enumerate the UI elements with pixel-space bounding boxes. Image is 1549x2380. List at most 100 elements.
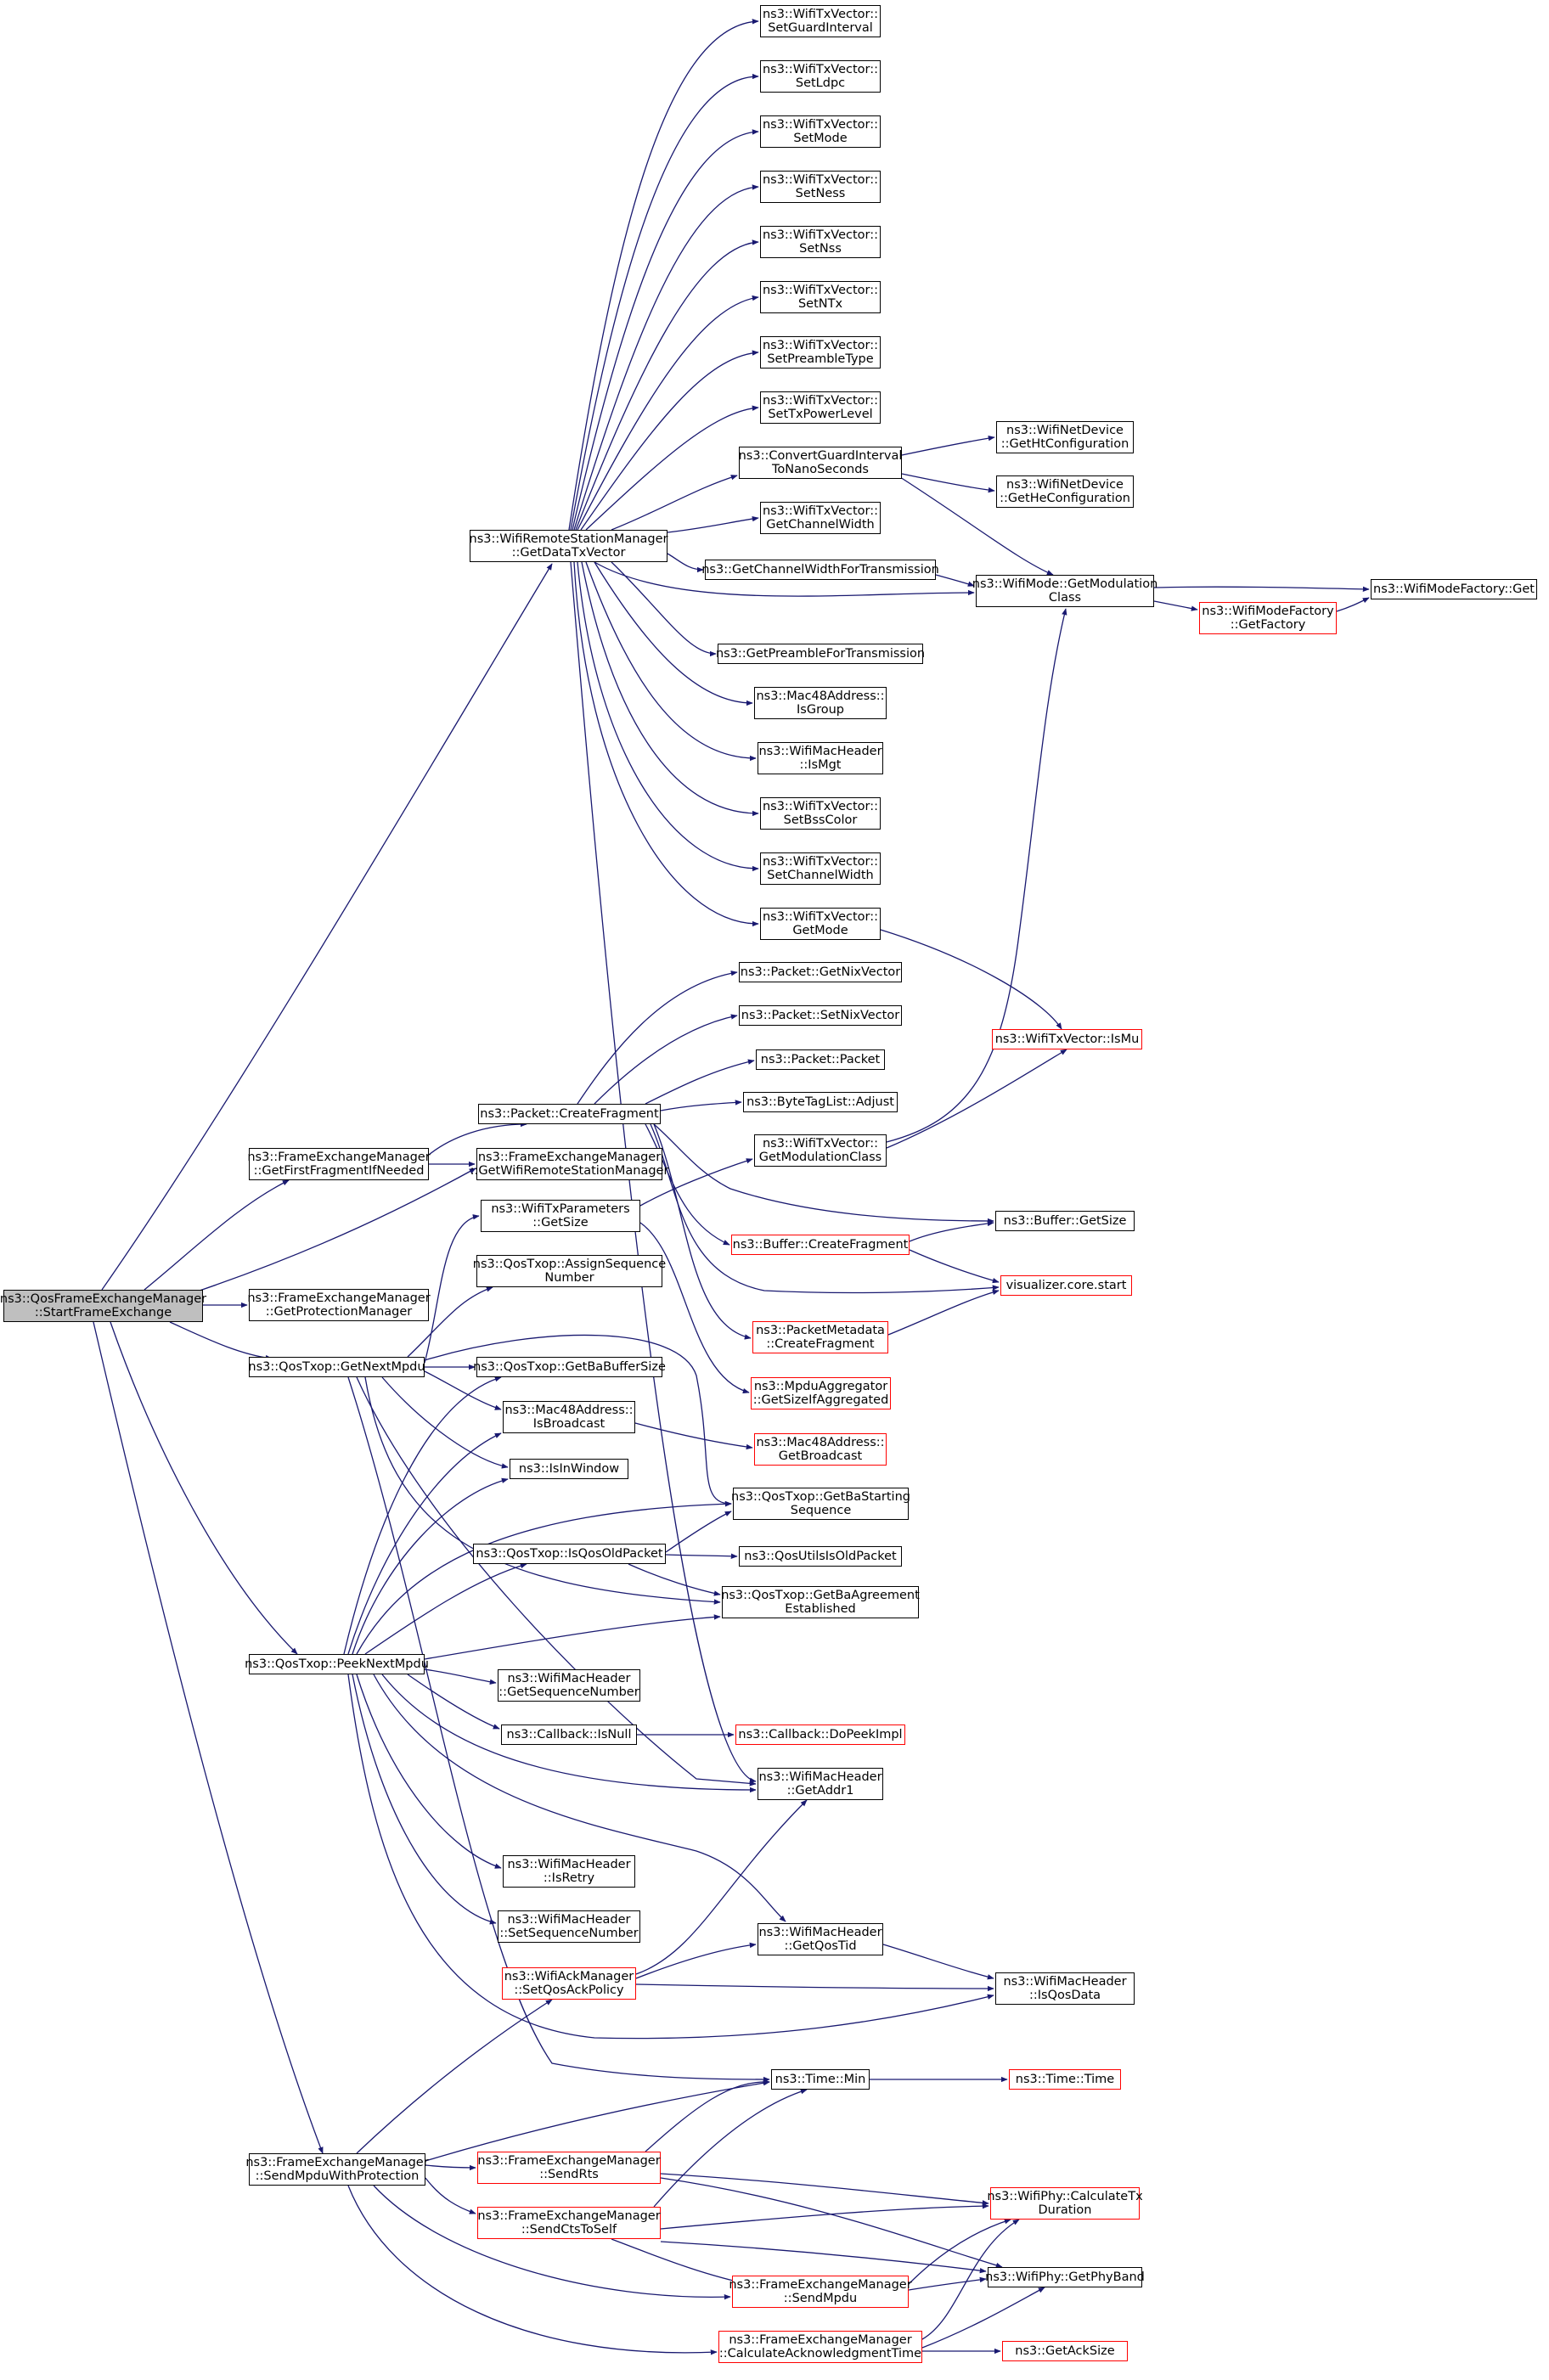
node-packet-create-fragment[interactable]: ns3::Packet::CreateFragment [478, 1104, 661, 1124]
edge-pnm-getbaagreementestablished [424, 1614, 721, 1660]
node-packet-metadata-create-fragment[interactable]: ns3::PacketMetadata ::CreateFragment [752, 1321, 888, 1353]
node-mac48-is-broadcast[interactable]: ns3::Mac48Address:: IsBroadcast [503, 1401, 635, 1433]
edge-gcwft-getmodulationclassmode [935, 574, 975, 587]
node-qos-utils-is-old-packet[interactable]: ns3::QosUtilsIsOldPacket [739, 1546, 902, 1567]
node-mpdu-aggregator-get-size-if-aggregated[interactable]: ns3::MpduAggregator ::GetSizeIfAggregate… [751, 1377, 891, 1409]
node-set-ntx[interactable]: ns3::WifiTxVector:: SetNTx [760, 281, 881, 313]
edge-sendmpdu-calculatetxduration [908, 2219, 1011, 2285]
node-set-channel-width[interactable]: ns3::WifiTxVector:: SetChannelWidth [760, 852, 881, 885]
node-get-ba-agreement-established[interactable]: ns3::QosTxop::GetBaAgreement Established [721, 1586, 920, 1618]
node-wifi-phy-calculate-tx-duration[interactable]: ns3::WifiPhy::CalculateTx Duration [987, 2187, 1143, 2220]
edge-pnm-callbackisnull [407, 1674, 500, 1730]
node-get-channel-width-for-transmission[interactable]: ns3::GetChannelWidthForTransmission [701, 560, 939, 580]
node-wifi-mac-header-is-retry[interactable]: ns3::WifiMacHeader ::IsRetry [503, 1855, 635, 1888]
node-callback-do-peek-impl[interactable]: ns3::Callback::DoPeekImpl [735, 1725, 905, 1745]
node-wifi-tx-vector-is-mu[interactable]: ns3::WifiTxVector::IsMu [992, 1029, 1142, 1049]
node-wifi-tx-parameters-get-size[interactable]: ns3::WifiTxParameters ::GetSize [481, 1200, 640, 1232]
node-wifi-ack-manager-set-qos-ack-policy[interactable]: ns3::WifiAckManager ::SetQosAckPolicy [502, 1967, 636, 2000]
node-wifi-mac-header-get-qos-tid[interactable]: ns3::WifiMacHeader ::GetQosTid [758, 1923, 883, 1955]
edge-pnm-setsequencenumber [352, 1674, 497, 1925]
edge-gnm-txparamsgetsize [424, 1214, 480, 1364]
node-set-preamble-type[interactable]: ns3::WifiTxVector:: SetPreambleType [760, 336, 881, 369]
edge-root-sendmpduwithprotection [93, 1321, 324, 2154]
edge-gdtv-getmodulationclassmode [594, 561, 975, 597]
node-packet-set-nix-vector[interactable]: ns3::Packet::SetNixVector [739, 1005, 902, 1026]
edge-sendmpdu-getphyband [908, 2276, 987, 2291]
node-send-mpdu-with-protection[interactable]: ns3::FrameExchangeManager ::SendMpduWith… [245, 2153, 429, 2186]
node-get-ack-size[interactable]: ns3::GetAckSize [1002, 2341, 1128, 2361]
node-is-qos-old-packet[interactable]: ns3::QosTxop::IsQosOldPacket [473, 1544, 666, 1564]
node-peek-next-mpdu[interactable]: ns3::QosTxop::PeekNextMpdu [245, 1654, 429, 1674]
node-get-ht-configuration[interactable]: ns3::WifiNetDevice ::GetHtConfiguration [996, 421, 1134, 453]
edge-sqap-isqosdata [635, 1983, 994, 1992]
node-get-mode[interactable]: ns3::WifiTxVector:: GetMode [760, 908, 881, 940]
edge-txps-getmodulationclasstx [639, 1158, 753, 1207]
node-is-in-window[interactable]: ns3::IsInWindow [510, 1459, 628, 1479]
node-assign-sequence-number[interactable]: ns3::QosTxop::AssignSequence Number [473, 1255, 666, 1287]
node-time-time[interactable]: ns3::Time::Time [1009, 2069, 1121, 2090]
edge-pnm-getqostid [373, 1674, 786, 1922]
node-wifi-phy-get-phy-band[interactable]: ns3::WifiPhy::GetPhyBand [985, 2267, 1145, 2287]
node-set-guard-interval[interactable]: ns3::WifiTxVector:: SetGuardInterval [760, 5, 881, 37]
node-wifi-tx-vector-get-modulation-class[interactable]: ns3::WifiTxVector:: GetModulationClass [754, 1134, 887, 1167]
edge-pnm-getbastartingsequence [356, 1501, 732, 1655]
node-wifi-mac-header-set-sequence-number[interactable]: ns3::WifiMacHeader ::SetSequenceNumber [498, 1910, 640, 1943]
edge-pnm-isinwindow [352, 1477, 509, 1655]
node-set-bss-color[interactable]: ns3::WifiTxVector:: SetBssColor [760, 797, 881, 830]
node-mac48-get-broadcast[interactable]: ns3::Mac48Address:: GetBroadcast [754, 1433, 887, 1466]
node-get-sequence-number[interactable]: ns3::WifiMacHeader ::GetSequenceNumber [498, 1669, 640, 1702]
node-buffer-create-fragment[interactable]: ns3::Buffer::CreateFragment [731, 1235, 910, 1255]
node-get-preamble-for-transmission[interactable]: ns3::GetPreambleForTransmission [716, 644, 925, 664]
node-packet-packet[interactable]: ns3::Packet::Packet [756, 1049, 885, 1070]
node-get-ba-buffer-size[interactable]: ns3::QosTxop::GetBaBufferSize [473, 1357, 666, 1377]
node-mac48-is-group[interactable]: ns3::Mac48Address:: IsGroup [754, 687, 887, 719]
edge-cf-bytetagadjust [660, 1100, 742, 1111]
node-get-channel-width[interactable]: ns3::WifiTxVector:: GetChannelWidth [760, 502, 881, 534]
edge-gdtv-setness [573, 184, 759, 531]
node-convert-guard-interval[interactable]: ns3::ConvertGuardInterval ToNanoSeconds [739, 447, 902, 479]
node-buffer-get-size[interactable]: ns3::Buffer::GetSize [995, 1211, 1135, 1231]
edge-smwp-timemin [425, 2080, 770, 2162]
node-send-rts[interactable]: ns3::FrameExchangeManager ::SendRts [477, 2152, 661, 2184]
node-get-data-tx-vector[interactable]: ns3::WifiRemoteStationManager ::GetDataT… [470, 530, 668, 562]
node-wifi-mac-header-is-qos-data[interactable]: ns3::WifiMacHeader ::IsQosData [995, 1972, 1135, 2005]
node-get-first-fragment-if-needed[interactable]: ns3::FrameExchangeManager ::GetFirstFrag… [247, 1148, 431, 1180]
node-callback-is-null[interactable]: ns3::Callback::IsNull [501, 1725, 637, 1745]
edge-gdtv-setldpc [570, 73, 759, 531]
node-byte-tag-list-adjust[interactable]: ns3::ByteTagList::Adjust [743, 1092, 898, 1112]
node-get-ba-starting-sequence[interactable]: ns3::QosTxop::GetBaStarting Sequence [731, 1488, 910, 1520]
node-wifi-mode-get-modulation-class[interactable]: ns3::WifiMode::GetModulation Class [972, 575, 1158, 607]
edge-gnm-isinwindow [381, 1376, 509, 1469]
edge-gdtv-setbsscolor [581, 561, 759, 817]
node-calculate-acknowledgment-time[interactable]: ns3::FrameExchangeManager ::CalculateAck… [718, 2331, 922, 2363]
node-set-mode[interactable]: ns3::WifiTxVector:: SetMode [760, 115, 881, 148]
node-send-mpdu[interactable]: ns3::FrameExchangeManager ::SendMpdu [729, 2276, 912, 2308]
node-visualizer-core-start[interactable]: visualizer.core.start [1000, 1275, 1132, 1296]
node-wifi-mode-factory-get-factory[interactable]: ns3::WifiModeFactory ::GetFactory [1199, 602, 1337, 634]
node-set-ness[interactable]: ns3::WifiTxVector:: SetNess [760, 171, 881, 203]
edge-sendrts-timemin [645, 2079, 770, 2152]
node-set-nss[interactable]: ns3::WifiTxVector:: SetNss [760, 226, 881, 258]
edge-sendcts-getphyband [660, 2241, 987, 2274]
node-packet-get-nix-vector[interactable]: ns3::Packet::GetNixVector [739, 962, 902, 982]
node-wifi-mac-header-is-mgt[interactable]: ns3::WifiMacHeader ::IsMgt [758, 742, 883, 774]
edge-cf-visualizerstart [650, 1123, 1000, 1294]
edge-sqap-getqostid [635, 1942, 757, 1979]
node-get-wifi-remote-station-manager[interactable]: ns3::FrameExchangeManager ::GetWifiRemot… [470, 1148, 668, 1180]
node-set-ldpc[interactable]: ns3::WifiTxVector:: SetLdpc [760, 60, 881, 93]
node-wifi-mac-header-get-addr1[interactable]: ns3::WifiMacHeader ::GetAddr1 [758, 1768, 883, 1800]
edge-smwp-calculateacktime [347, 2185, 718, 2355]
node-send-cts-to-self[interactable]: ns3::FrameExchangeManager ::SendCtsToSel… [477, 2207, 661, 2239]
node-time-min[interactable]: ns3::Time::Min [771, 2069, 870, 2090]
node-get-next-mpdu[interactable]: ns3::QosTxop::GetNextMpdu [248, 1357, 425, 1377]
node-get-he-configuration[interactable]: ns3::WifiNetDevice ::GetHeConfiguration [996, 475, 1134, 508]
edge-pnm-getsequencenumber [424, 1668, 497, 1685]
edge-gdtv-setnss [575, 239, 759, 531]
node-get-protection-manager[interactable]: ns3::FrameExchangeManager ::GetProtectio… [247, 1289, 431, 1321]
edge-smwp-setqosackpolicy [356, 1999, 553, 2154]
edge-cf-setnixvector [594, 1014, 738, 1105]
node-set-tx-power-level[interactable]: ns3::WifiTxVector:: SetTxPowerLevel [760, 391, 881, 424]
node-wifi-mode-factory-get[interactable]: ns3::WifiModeFactory::Get [1371, 579, 1537, 599]
edge-cf-buffergetsize [653, 1123, 994, 1224]
